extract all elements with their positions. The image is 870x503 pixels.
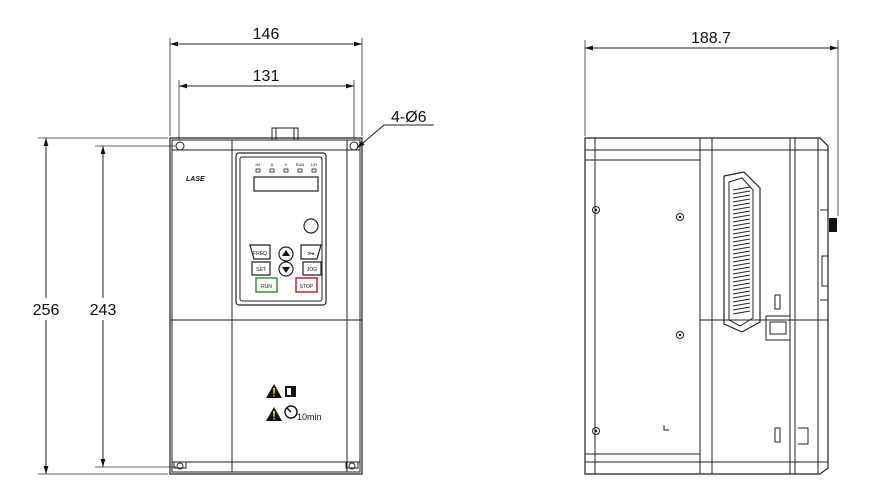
vent-slat	[732, 194, 751, 199]
vent-slat	[732, 274, 751, 279]
vent-slat	[732, 302, 751, 307]
potentiometer-knob[interactable]	[303, 218, 319, 234]
vent-slat	[732, 230, 751, 235]
indicator-label: A	[271, 162, 274, 167]
vent-slat	[732, 210, 751, 215]
screw-icon	[592, 206, 600, 214]
svg-text:188.7: 188.7	[691, 30, 731, 47]
vent-slat	[732, 258, 751, 263]
svg-text:≫▸: ≫▸	[307, 251, 315, 257]
front-housing	[169, 137, 363, 475]
indicator-label: L/R	[311, 162, 317, 167]
key-jog[interactable]: JOG	[302, 261, 322, 276]
vent-slat	[732, 206, 751, 211]
warning-manual-label	[266, 384, 296, 398]
screw-icon	[676, 213, 684, 221]
svg-text:131: 131	[253, 68, 280, 85]
dim-front-width-holes: 131	[178, 68, 355, 140]
side-housing	[584, 137, 829, 475]
indicator-label: RUN	[296, 162, 305, 167]
vent-grille	[723, 171, 761, 333]
vent-slat	[732, 234, 751, 239]
dim-front-height-holes: 243	[85, 145, 176, 468]
side-view: 188.7	[584, 30, 839, 475]
indicator-led-icon	[283, 168, 289, 173]
svg-text:256: 256	[33, 302, 60, 319]
vent-slat	[732, 198, 751, 203]
vent-slat	[732, 262, 751, 267]
key-down[interactable]	[278, 261, 294, 277]
dim-front-height-outer: 256	[30, 137, 168, 475]
dim-side-depth: 188.7	[584, 30, 839, 216]
vent-slat	[732, 286, 751, 291]
key-stop[interactable]: STOP	[295, 277, 318, 293]
key-set[interactable]: SET	[251, 261, 271, 276]
mounting-hole-icon	[349, 141, 359, 151]
indicator-led-icon	[269, 168, 275, 173]
svg-text:SET: SET	[256, 267, 266, 273]
vent-slat	[732, 306, 751, 311]
vent-slat	[732, 294, 751, 299]
vent-slat	[732, 310, 751, 315]
vent-slat	[732, 270, 751, 275]
vent-slat	[732, 290, 751, 295]
timer-clock-icon	[284, 405, 298, 419]
vent-slat	[732, 282, 751, 287]
arrow-down-icon	[282, 267, 290, 273]
indicator-label: V	[285, 162, 288, 167]
vent-slat	[732, 238, 751, 243]
svg-text:JOG: JOG	[307, 267, 317, 273]
keypad-panel: Hz A V RUN L/R FREQ ≫▸	[235, 152, 327, 306]
vent-slat	[732, 186, 751, 191]
indicator-led-icon	[311, 168, 317, 173]
svg-text:146: 146	[253, 26, 280, 43]
vent-slat	[732, 266, 751, 271]
vent-slat	[732, 202, 751, 207]
vent-slat	[732, 298, 751, 303]
dim-front-width-outer: 146	[169, 26, 363, 136]
key-run[interactable]: RUN	[255, 277, 278, 293]
svg-text:4-Ø6: 4-Ø6	[391, 109, 427, 126]
svg-text:STOP: STOP	[300, 284, 314, 290]
svg-text:243: 243	[90, 302, 117, 319]
warning-discharge-label: 10min	[266, 405, 322, 422]
mounting-hole-icon	[175, 141, 185, 151]
vent-slat	[732, 254, 751, 259]
key-shift[interactable]: ≫▸	[300, 244, 322, 260]
screw-icon	[592, 427, 600, 435]
svg-text:RUN: RUN	[261, 284, 272, 290]
front-view: LASE Hz A V RUN L/R FREQ ≫▸	[30, 26, 434, 475]
vent-slat	[732, 242, 751, 247]
dim-mounting-holes: 4-Ø6	[356, 109, 434, 149]
indicator-led-icon	[255, 168, 261, 173]
svg-text:FREQ: FREQ	[253, 251, 267, 257]
vent-slat	[732, 218, 751, 223]
brand-logo: LASE	[186, 176, 205, 183]
key-up[interactable]	[278, 246, 294, 262]
vent-slat	[732, 246, 751, 251]
indicator-label: Hz	[256, 162, 261, 167]
vent-slat	[732, 250, 751, 255]
discharge-time-text: 10min	[297, 412, 322, 422]
screw-icon	[676, 331, 684, 339]
vent-slat	[732, 214, 751, 219]
vent-slat	[732, 222, 751, 227]
keypad-display	[253, 176, 319, 192]
vent-slat	[732, 190, 751, 195]
vent-slat	[732, 278, 751, 283]
key-freq[interactable]: FREQ	[249, 244, 271, 260]
vent-slat	[732, 226, 751, 231]
indicator-led-icon	[297, 168, 303, 173]
arrow-up-icon	[282, 250, 290, 256]
